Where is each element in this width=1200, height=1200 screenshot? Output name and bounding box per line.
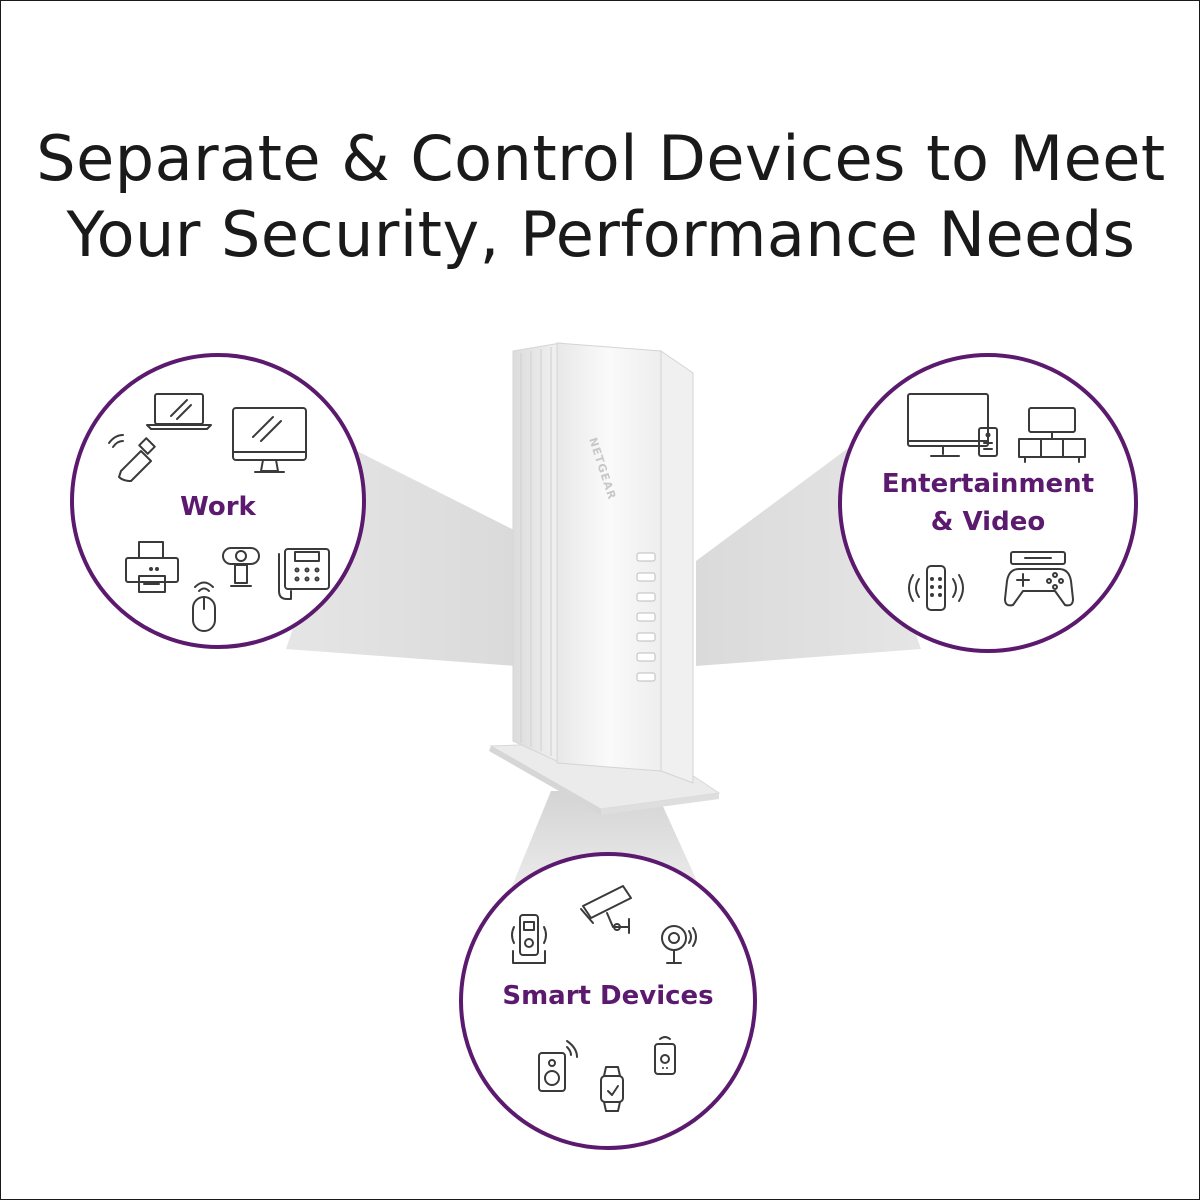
- work-label: Work: [118, 488, 318, 526]
- entertainment-circle: [838, 353, 1138, 653]
- usb-wifi-adapter-icon: [108, 434, 156, 482]
- tv-with-remote-icon: [907, 393, 998, 457]
- wifi-speaker-icon: [538, 1040, 578, 1092]
- headline-line-1: Separate & Control Devices to Meet: [36, 121, 1166, 195]
- media-center-icon: [1018, 407, 1086, 463]
- smartwatch-icon: [600, 1066, 624, 1112]
- entertainment-label: Entertainment & Video: [863, 465, 1113, 541]
- work-circle: [70, 353, 366, 649]
- smart-devices-label-text: Smart Devices: [502, 981, 714, 1011]
- router-led-panel: [636, 552, 656, 682]
- security-camera-icon: [580, 885, 632, 934]
- video-doorbell-icon: [511, 914, 547, 964]
- laptop-icon: [146, 393, 212, 430]
- smart-speaker-icon: [908, 565, 964, 611]
- router-device: NETGEAR: [512, 342, 694, 784]
- wireless-mouse-icon: [192, 581, 216, 632]
- headline-line-2: Your Security, Performance Needs: [66, 197, 1136, 271]
- entertainment-label-line-1: Entertainment: [881, 469, 1095, 499]
- work-label-text: Work: [180, 492, 256, 522]
- smart-cam-icon: [661, 925, 697, 964]
- desk-phone-icon: [278, 548, 330, 600]
- smart-plug-icon: [654, 1036, 676, 1075]
- game-console-icon: [1004, 551, 1074, 607]
- page-title: Separate & Control Devices to Meet Your …: [1, 121, 1199, 273]
- entertainment-label-line-2: & Video: [930, 507, 1046, 537]
- desktop-monitor-icon: [232, 407, 307, 473]
- webcam-icon: [222, 547, 260, 587]
- printer-icon: [125, 541, 179, 593]
- smart-devices-label: Smart Devices: [483, 977, 733, 1015]
